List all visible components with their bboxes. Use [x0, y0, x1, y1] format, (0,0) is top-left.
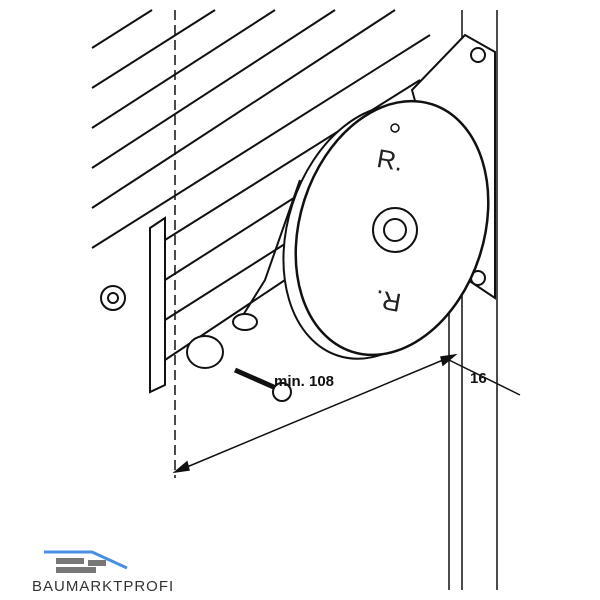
belt-strap	[239, 179, 301, 321]
baumarktprofi-logo: BAUMARKTPROFI	[32, 548, 175, 598]
dimension-label-min-108: min. 108	[274, 373, 335, 390]
logo-text: BAUMARKTPROFI	[32, 578, 175, 595]
disk-mark-bottom: R.	[372, 283, 404, 319]
tee-nut-icon	[100, 285, 126, 311]
hub-inner	[383, 218, 407, 242]
screw-top-icon	[470, 47, 486, 63]
dimension-lines	[172, 353, 521, 474]
screw-head-icon	[272, 382, 292, 402]
logo-roof-icon	[44, 550, 128, 573]
shutter-slats	[91, 9, 431, 361]
belt-loop	[232, 313, 258, 331]
disk-mark-top: R.	[374, 142, 406, 178]
spacer-sleeve	[186, 335, 224, 369]
disk-rivet	[390, 123, 400, 133]
side-panel	[149, 216, 166, 394]
dimension-label-16: 16	[470, 370, 487, 387]
